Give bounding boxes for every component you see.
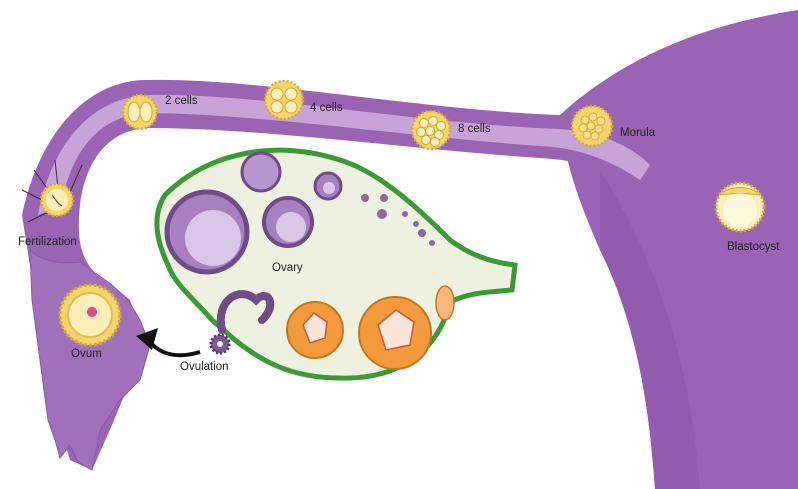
- label-two-cells: 2 cells: [165, 95, 198, 107]
- primordial-follicle: [402, 211, 408, 217]
- follicle-top: [242, 153, 280, 191]
- follicle-large-inner: [185, 210, 241, 266]
- primordial-follicle: [429, 240, 435, 246]
- label-ovum: Ovum: [71, 348, 102, 360]
- two-cell-embryo: [123, 95, 157, 129]
- primordial-follicle: [418, 229, 426, 237]
- blastocyst: [716, 183, 764, 231]
- fimbriae: [30, 250, 150, 470]
- corpus-albicans: [436, 286, 454, 320]
- four-cell-embryo: [265, 81, 303, 119]
- ovum-nucleus: [87, 307, 97, 317]
- primordial-follicle: [361, 194, 369, 202]
- released-ovum-core: [217, 341, 223, 347]
- primordial-follicle: [377, 209, 387, 219]
- primordial-follicle: [413, 221, 419, 227]
- follicle-medium-inner: [276, 212, 306, 242]
- ovulation-arrow: [150, 342, 200, 355]
- label-blastocyst: Blastocyst: [727, 241, 779, 253]
- label-eight-cells: 8 cells: [458, 123, 491, 135]
- label-morula: Morula: [620, 127, 655, 139]
- primordial-follicle: [380, 194, 388, 202]
- label-ovulation: Ovulation: [180, 361, 229, 373]
- follicle-small-inner: [323, 182, 335, 194]
- label-four-cells: 4 cells: [310, 102, 343, 114]
- label-fertilization: Fertilization: [18, 236, 77, 248]
- eight-cell-embryo: [412, 111, 450, 149]
- morula: [572, 106, 612, 146]
- label-ovary: Ovary: [272, 262, 303, 274]
